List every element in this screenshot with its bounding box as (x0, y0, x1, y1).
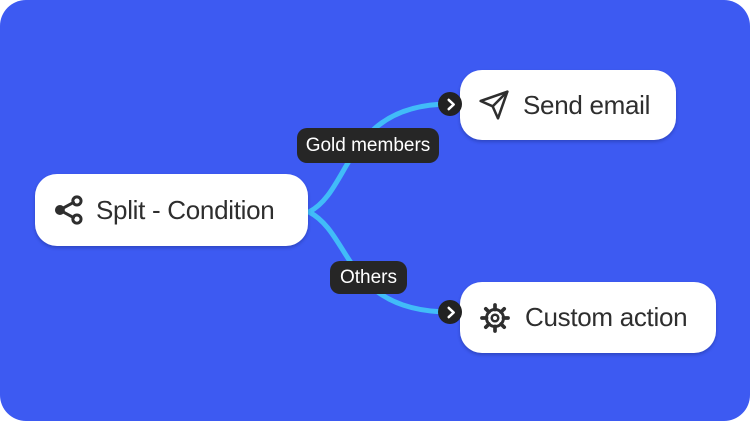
edge-label-others[interactable]: Others (330, 261, 407, 294)
node-label-custom-action: Custom action (525, 302, 688, 332)
edge-label-gold-members[interactable]: Gold members (297, 128, 439, 163)
edge-endpoint-send-email[interactable] (438, 92, 462, 116)
edge-endpoint-custom-action[interactable] (438, 300, 462, 324)
share-icon (54, 195, 83, 225)
node-send-email[interactable]: Send email (460, 70, 676, 140)
send-icon (479, 90, 509, 120)
chevron-right-icon (446, 98, 455, 110)
node-split-condition[interactable]: Split - Condition (35, 174, 308, 246)
node-label-split-condition: Split - Condition (96, 194, 275, 225)
gear-icon (480, 302, 510, 333)
node-label-send-email: Send email (523, 89, 651, 120)
chevron-right-icon (446, 306, 455, 318)
node-custom-action[interactable]: Custom action (460, 282, 716, 353)
